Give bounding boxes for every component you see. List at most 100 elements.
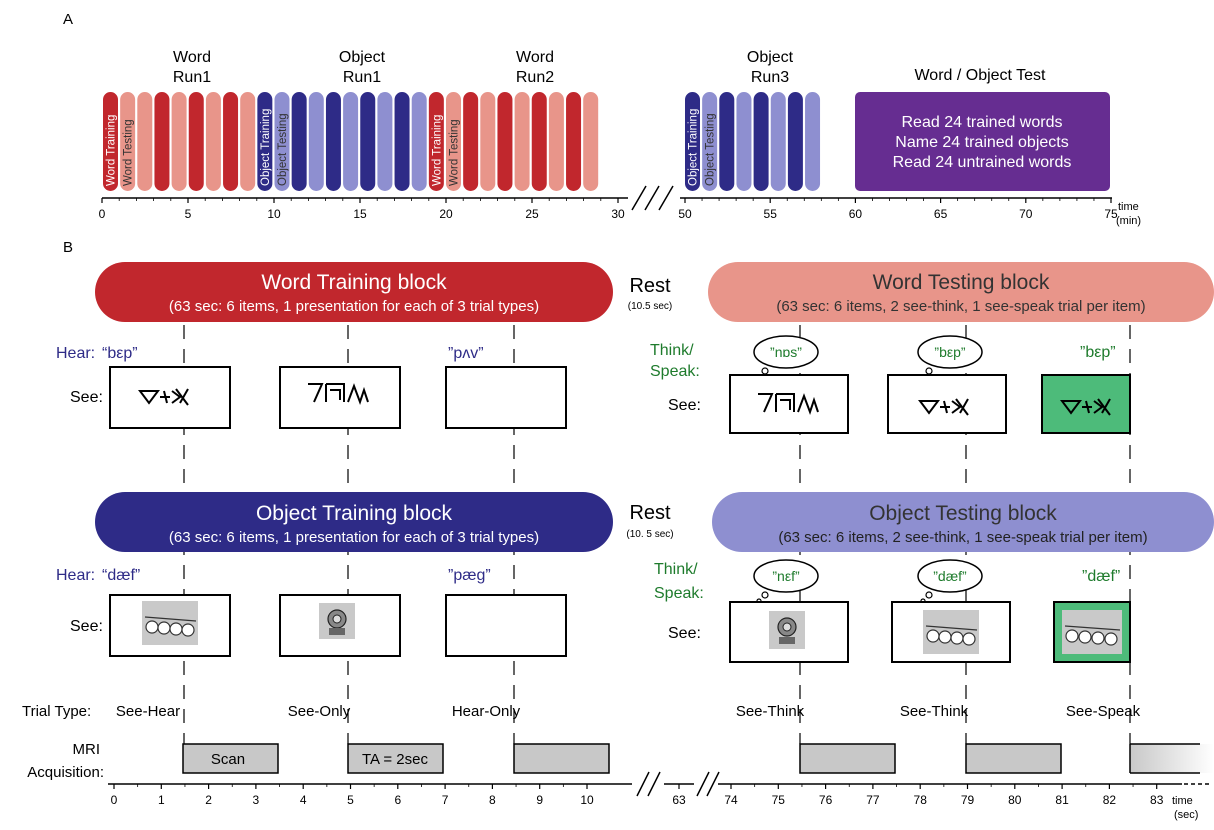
object-speak-word: ”dæf” [1082, 568, 1120, 585]
bar-od [325, 92, 341, 191]
bar-label-word-training: Word Training [431, 115, 443, 186]
axis-b-right-tick-label: 75 [772, 793, 786, 807]
axis-a2-tick-label: 70 [1019, 207, 1033, 221]
axis-a2-tick-label: 65 [934, 207, 948, 221]
thought-bubble-2: ”bεp” [917, 335, 983, 380]
word-bubble-1-text: ”nɒs” [770, 344, 802, 360]
word-speak-word: ”bεp” [1080, 344, 1116, 361]
bar-label-word-testing: Word Testing [123, 119, 135, 186]
bar-od [719, 92, 735, 191]
axis-b-left-tick-label: 6 [394, 793, 401, 807]
mri-scan-blocks [182, 743, 1214, 774]
bar-wd [223, 92, 239, 191]
object-training-title: Object Training block [256, 502, 453, 525]
rest-1-duration: (10.5 sec) [628, 301, 672, 312]
word-testing-subtitle: (63 sec: 6 items, 2 see-think, 1 see-spe… [776, 298, 1145, 315]
object-image-rings [1062, 610, 1122, 654]
axis-a1-tick-label: 0 [99, 207, 106, 221]
axis-b-left-tick-label: 10 [580, 793, 594, 807]
mri-label-1: MRI [73, 741, 101, 758]
bar-wd [463, 92, 479, 191]
novel-glyph-a [918, 398, 969, 416]
panel-b-label: B [63, 239, 73, 256]
novel-glyph-a [138, 388, 189, 406]
bar-object-training [257, 92, 273, 191]
axis-a1-tick-label: 5 [185, 207, 192, 221]
bar-label-object-testing: Object Testing [705, 113, 717, 186]
axis-b-right-tick-label: 77 [866, 793, 880, 807]
run-label-line2: Run1 [343, 69, 381, 86]
bar-wd [188, 92, 204, 191]
bar-wl [205, 92, 221, 191]
axis-a2-tick-label: 60 [849, 207, 863, 221]
axis-b-left-tick-label: 2 [205, 793, 212, 807]
word-stim-box-3 [445, 366, 567, 429]
mri-label-2: Acquisition: [27, 764, 104, 781]
bar-label-word-testing: Word Testing [449, 119, 461, 186]
scan-block [182, 743, 279, 774]
bar-wd [497, 92, 513, 191]
word-bubble-2-text: ”bεp” [934, 344, 965, 360]
test-box-line-3: Read 24 untrained words [893, 154, 1072, 171]
trial-type-see-speak: See-Speak [1066, 703, 1141, 720]
rest-2-label: Rest [629, 502, 671, 524]
run-label-line1: Word [173, 49, 211, 66]
object-hear-prefix: Hear: [56, 567, 95, 584]
axis-a1-tick-label: 10 [267, 207, 281, 221]
word-testing-title: Word Testing block [873, 271, 1050, 294]
run-label-line1: Object [339, 49, 386, 66]
axis-b-left-tick-label: 0 [111, 793, 118, 807]
scan-block [347, 743, 444, 774]
test-box-line-1: Read 24 trained words [902, 114, 1063, 131]
trial-type-see-hear: See-Hear [116, 703, 180, 720]
axis-a1-tick-label: 25 [525, 207, 539, 221]
object-see-label: See: [70, 618, 103, 635]
rest-1-label: Rest [629, 275, 671, 297]
bar-ol [411, 92, 427, 191]
bar-word-testing [446, 92, 461, 191]
bar-word-training [103, 92, 118, 191]
word-speak-label: Speak: [650, 363, 700, 380]
axis-b-break-1 [636, 771, 661, 797]
word-test-see-label: See: [668, 397, 701, 414]
axis-b-right-tick-label: 81 [1055, 793, 1069, 807]
object-bubble-2-text: ”dæf” [933, 568, 967, 584]
axis-b-time-label: time [1172, 795, 1193, 807]
axis-b-right-tick-label: 76 [819, 793, 833, 807]
object-training-subtitle: (63 sec: 6 items, 1 presentation for eac… [169, 529, 539, 546]
bar-od [753, 92, 769, 191]
word-see-label: See: [70, 389, 103, 406]
bar-ol [770, 92, 786, 191]
axis-a1-tick-label: 15 [353, 207, 367, 221]
object-image-rings [142, 601, 198, 645]
word-testing-header [708, 262, 1214, 322]
trial-type-label: Trial Type: [22, 703, 91, 720]
word-training-subtitle: (63 sec: 6 items, 1 presentation for eac… [169, 298, 539, 315]
word-think-label: Think/ [650, 342, 694, 359]
bar-wd [154, 92, 170, 191]
word-hear-word-1: “bεp” [102, 345, 138, 362]
novel-glyph-b [308, 383, 369, 405]
word-training-title: Word Training block [261, 271, 447, 294]
test-box-title: Word / Object Test [914, 67, 1046, 84]
bar-wd [566, 92, 582, 191]
object-speak-label: Speak: [654, 585, 704, 602]
scan-label: Scan [211, 751, 245, 768]
bar-wd [531, 92, 547, 191]
rest-2-duration: (10. 5 sec) [626, 529, 673, 540]
axis-a2-tick-label: 50 [678, 207, 692, 221]
object-hear-word-1: “dæf” [102, 567, 140, 584]
scan-block [799, 743, 896, 774]
bar-word-testing [120, 92, 136, 191]
thought-bubble-4: ”dæf” [917, 559, 983, 604]
axis-b-right-tick-label: 79 [961, 793, 975, 807]
axis-b-left-tick-label: 7 [442, 793, 449, 807]
axis-b-break-2 [696, 771, 720, 797]
bar-object-testing [274, 92, 290, 191]
bar-label-object-training: Object Training [260, 109, 272, 186]
axis-b-right-tick-label: 83 [1150, 793, 1164, 807]
object-stim-box-3 [445, 594, 567, 657]
bar-ol [736, 92, 752, 191]
trial-type-hear-only: Hear-Only [452, 703, 521, 720]
